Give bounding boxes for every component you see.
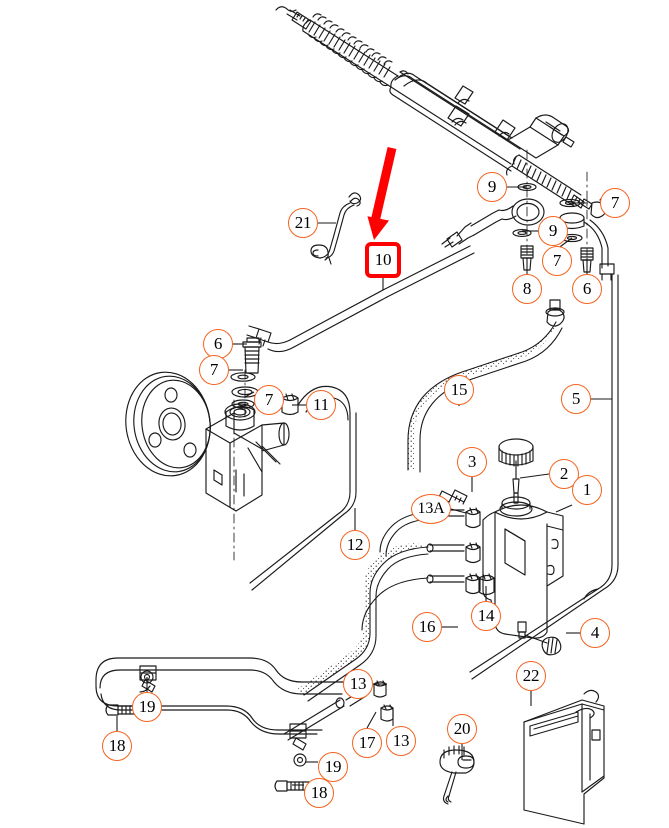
- callout-4[interactable]: 4: [580, 618, 610, 648]
- callout-label: 12: [346, 535, 364, 554]
- callout-7[interactable]: 7: [542, 246, 572, 276]
- callout-leader-line: [450, 508, 467, 514]
- callout-9[interactable]: 9: [477, 172, 507, 202]
- callout-label: 16: [418, 617, 436, 636]
- callout-label: 13: [349, 674, 367, 693]
- callout-label: 18: [310, 783, 328, 802]
- callout-label: 13: [392, 731, 410, 750]
- return-line-12: [249, 412, 357, 591]
- callout-label: 11: [313, 395, 329, 414]
- pressure-line-10: [246, 245, 475, 353]
- callout-9[interactable]: 9: [538, 216, 568, 246]
- callout-label: 5: [571, 389, 581, 408]
- callout-label: 9: [487, 177, 497, 196]
- hose-clamp-14: [478, 573, 495, 596]
- callout-15[interactable]: 15: [444, 375, 474, 405]
- callout-label: 1: [582, 480, 592, 499]
- rack-housing: [389, 70, 575, 172]
- callout-1[interactable]: 1: [572, 475, 602, 505]
- cooler-shield-22: [523, 689, 605, 825]
- callout-7[interactable]: 7: [254, 385, 284, 415]
- callout-19[interactable]: 19: [318, 752, 348, 782]
- callout-label: 14: [477, 606, 495, 625]
- callout-label: 7: [209, 360, 219, 379]
- arrow-head: [367, 216, 390, 240]
- callout-label: 8: [522, 279, 532, 298]
- rack-bellows-left: [302, 13, 399, 88]
- callout-label: 10: [374, 250, 392, 269]
- callout-label: 7: [552, 251, 562, 270]
- callout-leader-line: [519, 473, 550, 479]
- callout-21[interactable]: 21: [288, 208, 318, 238]
- callout-13a[interactable]: 13A: [411, 494, 451, 524]
- callout-17[interactable]: 17: [352, 728, 382, 758]
- callout-14[interactable]: 14: [471, 601, 501, 631]
- callout-8[interactable]: 8: [512, 274, 542, 304]
- callout-6[interactable]: 6: [572, 274, 602, 304]
- steering-input-shaft: [275, 6, 312, 30]
- callout-label: 13A: [417, 500, 445, 517]
- callout-leader-line: [555, 504, 573, 513]
- callout-16[interactable]: 16: [412, 612, 442, 642]
- cooler-pipe-loop: [95, 657, 347, 792]
- callout-12[interactable]: 12: [340, 530, 370, 560]
- callout-label: 19: [138, 697, 156, 716]
- callout-label: 6: [582, 279, 592, 298]
- callout-label: 18: [108, 736, 126, 755]
- callout-13[interactable]: 13: [386, 726, 416, 756]
- callout-label: 20: [453, 719, 471, 738]
- arrow-shaft: [369, 146, 397, 228]
- callout-19[interactable]: 19: [132, 692, 162, 722]
- worm-drive-clip-20: [439, 745, 475, 805]
- callout-13[interactable]: 13: [343, 669, 373, 699]
- callout-label: 7: [610, 193, 620, 212]
- callout-label: 15: [450, 380, 468, 399]
- callout-label: 19: [324, 757, 342, 776]
- callout-label: 6: [213, 334, 223, 353]
- callout-11[interactable]: 11: [306, 390, 336, 420]
- callout-3[interactable]: 3: [457, 447, 487, 477]
- spring-clip-21: [310, 192, 362, 265]
- power-steering-pump: [125, 371, 290, 512]
- callout-label: 17: [358, 733, 376, 752]
- callout-leader-line: [366, 711, 377, 729]
- callout-label: 2: [559, 464, 569, 483]
- callout-7[interactable]: 7: [600, 188, 630, 218]
- callout-22[interactable]: 22: [516, 661, 546, 691]
- callout-18[interactable]: 18: [102, 731, 132, 761]
- callout-label: 9: [548, 221, 558, 240]
- callout-leader-line: [244, 391, 255, 398]
- pressure-line-5: [469, 274, 619, 680]
- callout-label: 3: [467, 452, 477, 471]
- callout-label: 7: [264, 390, 274, 409]
- callout-10[interactable]: 10: [365, 242, 401, 278]
- callout-label: 4: [590, 623, 600, 642]
- callout-18[interactable]: 18: [304, 778, 334, 808]
- callout-7[interactable]: 7: [199, 355, 229, 385]
- callout-label: 21: [294, 213, 312, 232]
- callout-20[interactable]: 20: [447, 714, 477, 744]
- callout-5[interactable]: 5: [561, 384, 591, 414]
- fasteners-rack-right: [441, 183, 615, 281]
- callout-label: 22: [522, 666, 540, 685]
